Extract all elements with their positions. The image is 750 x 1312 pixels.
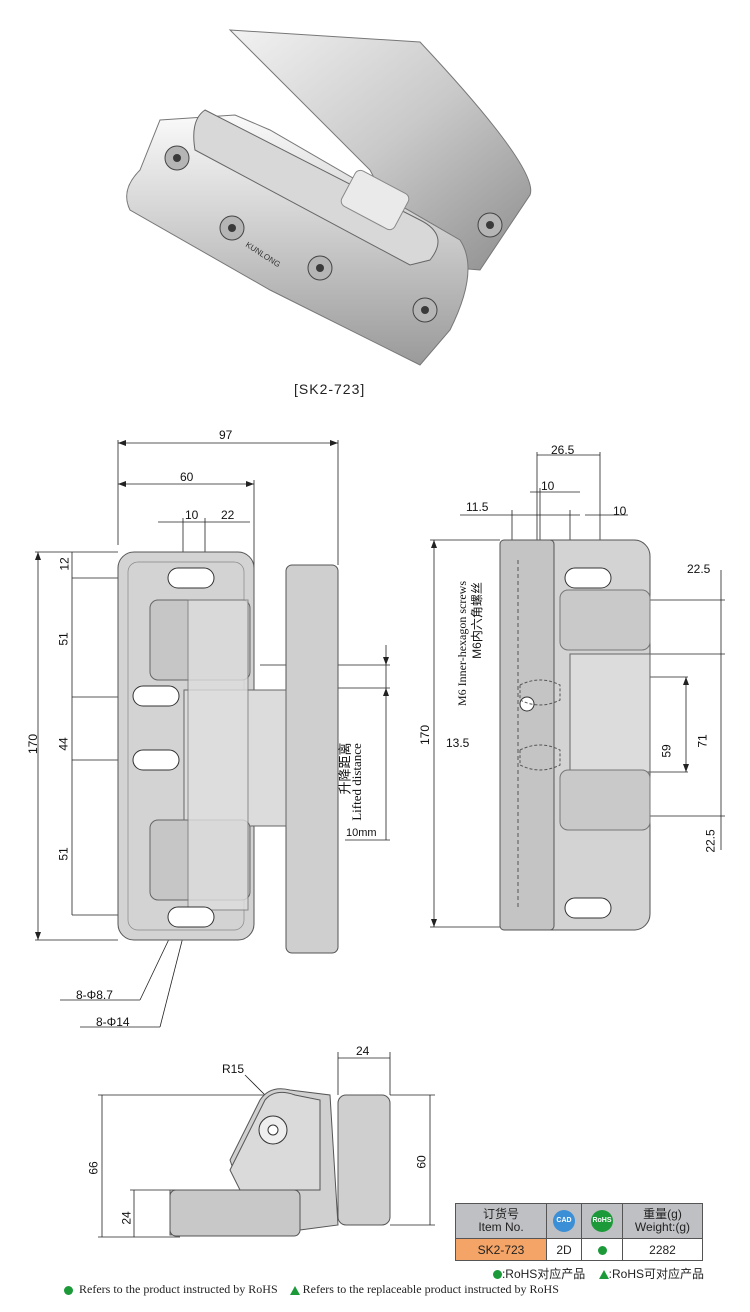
product-photo: KUNLONG	[126, 29, 532, 366]
legend-cn: :RoHS对应产品 :RoHS可对应产品	[492, 1265, 704, 1282]
top-view-drawing	[98, 1052, 435, 1238]
screw-label-en: M6 Inner-hexagon screws	[455, 580, 470, 707]
dim-height-170: 170	[26, 733, 41, 755]
rohs-dot-icon	[492, 1270, 502, 1280]
col-cad-header: CAD	[546, 1203, 582, 1239]
dim-66: 66	[86, 1161, 101, 1175]
dim-total-width: 97	[219, 428, 233, 442]
dim-pitch-x: 60	[180, 470, 194, 484]
dim-r15: R15	[222, 1062, 245, 1076]
rohs-dot-icon	[597, 1245, 607, 1255]
screw-label-cn: M6内六角螺丝	[469, 582, 484, 659]
dim-13-5: 13.5	[446, 736, 470, 750]
order-table: 订货号 Item No. CAD RoHS 重量(g) Weight:(g) S…	[455, 1203, 703, 1261]
item-number-cell: SK2-723	[455, 1238, 547, 1261]
rohs-value-cell	[581, 1238, 623, 1261]
replaceable-triangle-icon	[598, 1270, 609, 1280]
dim-10-top: 10	[541, 479, 555, 493]
dim-height-51b: 51	[56, 847, 71, 861]
dim-22-5-bottom: 22.5	[703, 829, 718, 853]
dim-60: 60	[414, 1155, 429, 1169]
legend-en: Refers to the product instructed by RoHS…	[64, 1282, 559, 1297]
dim-height-44: 44	[56, 737, 71, 751]
dim-22-5-top: 22.5	[687, 562, 711, 576]
dim-hole-width: 10	[185, 508, 199, 522]
dim-26-5: 26.5	[551, 443, 575, 457]
col-rohs-header: RoHS	[581, 1203, 623, 1239]
front-view-drawing	[35, 440, 390, 1028]
dim-59: 59	[659, 744, 674, 758]
holes-small-note: 8-Φ8.7	[76, 988, 113, 1002]
rohs-dot-icon	[64, 1285, 73, 1295]
product-caption: [SK2-723]	[294, 381, 366, 397]
cad-icon: CAD	[553, 1210, 575, 1232]
cad-value-cell: 2D	[546, 1238, 582, 1261]
col-item-header: 订货号 Item No.	[455, 1203, 547, 1239]
side-view-drawing	[430, 452, 725, 931]
holes-large-note: 8-Φ14	[96, 1015, 130, 1029]
dim-side-170: 170	[418, 724, 433, 746]
dim-10-right: 10	[613, 504, 627, 518]
dim-11-5: 11.5	[466, 500, 489, 514]
col-weight-header: 重量(g) Weight:(g)	[622, 1203, 703, 1239]
lift-label-en: Lifted distance	[348, 743, 364, 821]
dim-lift-10mm: 10mm	[346, 827, 377, 839]
dim-24-left: 24	[119, 1211, 134, 1225]
dim-offset: 22	[221, 508, 235, 522]
replaceable-triangle-icon	[289, 1285, 300, 1295]
weight-cell: 2282	[622, 1238, 703, 1261]
rohs-icon: RoHS	[591, 1210, 613, 1232]
dim-24-top: 24	[356, 1044, 370, 1058]
dim-height-12: 12	[57, 557, 72, 571]
dim-height-51a: 51	[56, 632, 71, 646]
dim-71: 71	[695, 734, 710, 748]
